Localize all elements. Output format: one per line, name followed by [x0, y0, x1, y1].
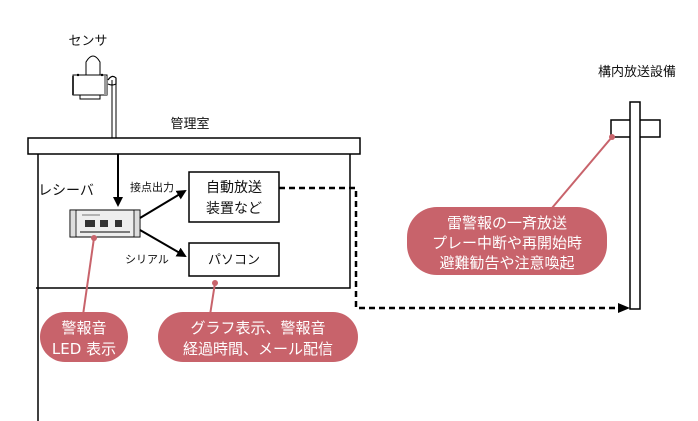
pc-callout-line-1: グラフ表示、警報音 — [190, 319, 325, 337]
building-pa-label: 構内放送設備 — [598, 64, 676, 80]
serial-arrow — [139, 229, 187, 258]
broadcast-dashed-line — [279, 186, 622, 310]
receiver-callout-line-1: 警報音 — [61, 319, 106, 337]
pa-callout-line-3: 避難勧告や注意喚起 — [439, 254, 574, 272]
pc-box — [188, 242, 280, 277]
auto-broadcast-line-1: 自動放送 — [206, 180, 262, 196]
contact-output-arrow — [139, 189, 187, 219]
receiver-label: レシーバ — [38, 183, 94, 199]
control-room-wall-right — [36, 154, 351, 289]
pa-callout-line-2: プレー中断や再開始時 — [432, 234, 582, 252]
contact-output-label: 接点出力 — [130, 180, 174, 194]
sensor-icon — [72, 55, 117, 100]
receiver-callout — [40, 312, 128, 362]
sensor-pole — [111, 80, 117, 138]
receiver-callout-line-2: LED 表示 — [52, 340, 116, 358]
control-room-label: 管理室 — [170, 116, 209, 132]
sensor-label: センサ — [68, 34, 107, 49]
auto-broadcast-line-2: 装置など — [206, 201, 262, 217]
pc-label: パソコン — [208, 253, 260, 268]
pa-speaker-pole-icon — [610, 101, 661, 310]
pa-callout — [407, 207, 607, 275]
serial-label: シリアル — [125, 253, 169, 266]
receiver-device-icon — [69, 209, 141, 238]
pc-callout — [158, 312, 358, 362]
broadcast-arrowhead — [618, 303, 630, 313]
pc-callout-line-2: 経過時間、メール配信 — [183, 340, 333, 358]
pa-callout-line-1: 雷警報の一斉放送 — [447, 214, 567, 232]
control-room-roof — [27, 137, 361, 155]
callout-leaders — [82, 134, 615, 316]
auto-broadcast-box — [188, 171, 280, 223]
